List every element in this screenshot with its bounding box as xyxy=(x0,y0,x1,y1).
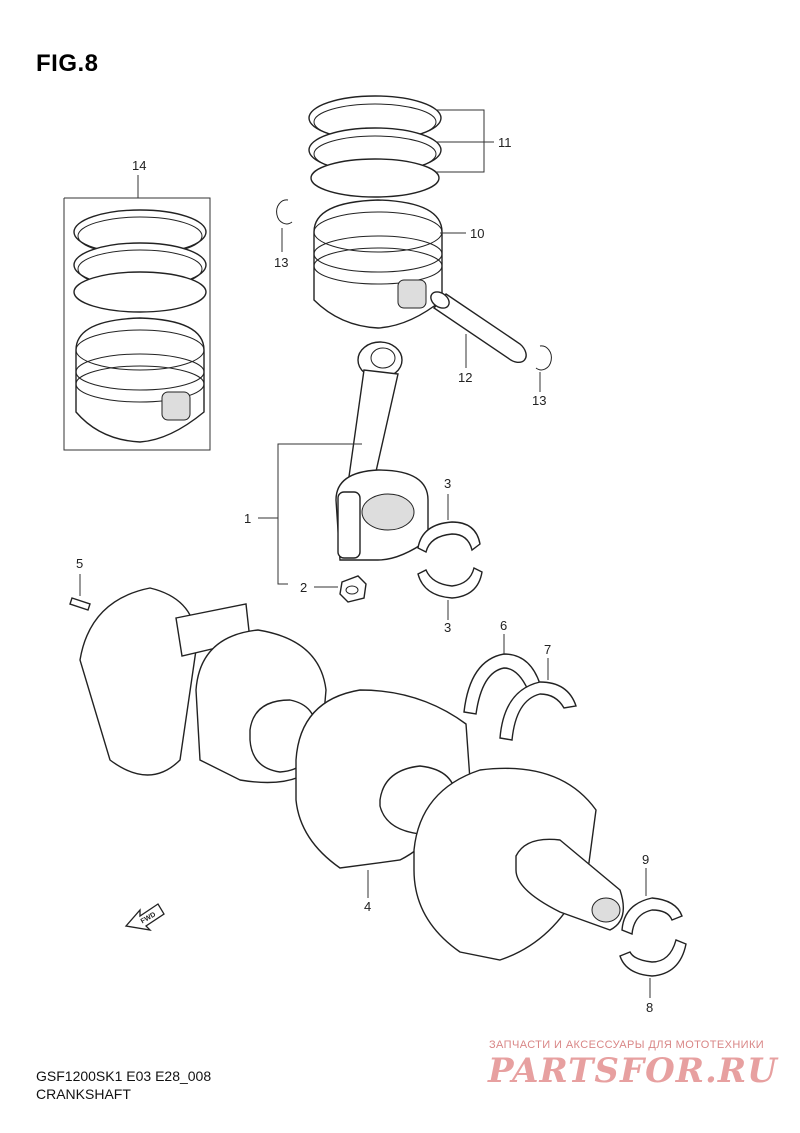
circlip-13-left xyxy=(276,199,293,252)
callout-2: 2 xyxy=(300,580,307,595)
callout-6: 6 xyxy=(500,618,507,633)
piston-pin-12 xyxy=(430,291,527,368)
piston-rings-set-14 xyxy=(73,209,207,313)
crank-bearing-8 xyxy=(619,939,687,998)
callout-14: 14 xyxy=(132,158,146,173)
circlip-13-right xyxy=(535,345,552,392)
crankshaft-4 xyxy=(79,587,624,961)
callout-13-right: 13 xyxy=(532,393,546,408)
main-bearing-6 xyxy=(463,634,541,715)
figure-name: CRANKSHAFT xyxy=(36,1086,131,1102)
callout-11: 11 xyxy=(498,135,512,150)
watermark-logo: PARTSFOR.RU xyxy=(488,1051,778,1091)
dowel-pin-5 xyxy=(69,574,91,611)
connecting-rod-nut-2 xyxy=(314,575,367,603)
fwd-arrow-icon: FWD xyxy=(124,903,165,931)
figure-title: FIG.8 xyxy=(36,50,99,77)
callout-7: 7 xyxy=(544,642,551,657)
conrod-bearing-3-upper xyxy=(417,494,481,554)
callout-13-left: 13 xyxy=(274,255,288,270)
callout-12: 12 xyxy=(458,370,472,385)
callout-5: 5 xyxy=(76,556,83,571)
callout-9: 9 xyxy=(642,852,649,867)
conrod-bearing-3-lower xyxy=(417,566,483,620)
piston-rings-11 xyxy=(308,95,494,198)
callout-3-upper: 3 xyxy=(444,476,451,491)
main-bearing-7 xyxy=(499,658,577,741)
callout-1: 1 xyxy=(244,511,251,526)
piston-10 xyxy=(313,199,466,329)
callout-3-lower: 3 xyxy=(444,620,451,635)
callout-8: 8 xyxy=(646,1000,653,1015)
connecting-rod-1 xyxy=(258,341,429,585)
model-code: GSF1200SK1 E03 E28_008 xyxy=(36,1068,212,1084)
piston-14 xyxy=(75,317,205,443)
callout-10: 10 xyxy=(470,226,484,241)
piston-set-box xyxy=(63,175,211,451)
crank-bearing-9 xyxy=(621,868,683,935)
callout-4: 4 xyxy=(364,899,371,914)
watermark-tagline: ЗАПЧАСТИ И АКСЕССУАРЫ ДЛЯ МОТОТЕХНИКИ xyxy=(489,1039,765,1051)
